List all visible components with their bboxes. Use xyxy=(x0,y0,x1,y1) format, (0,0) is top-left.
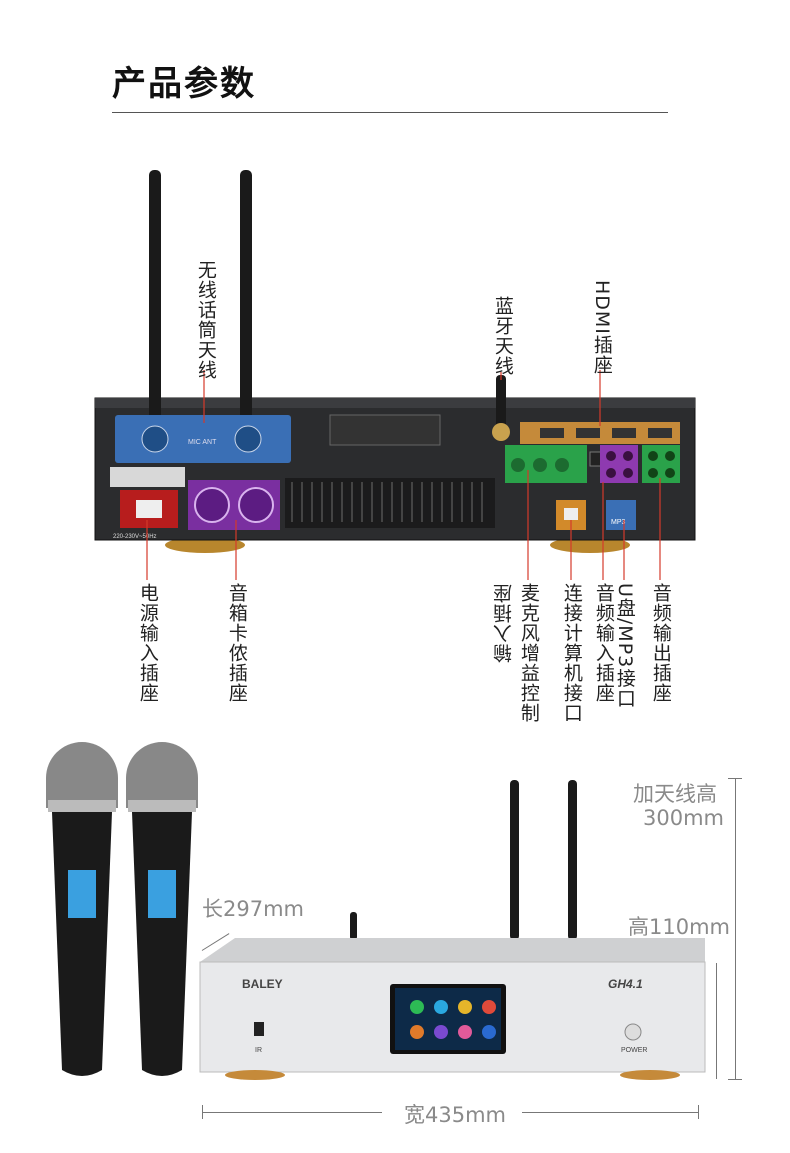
audio-input-block xyxy=(600,445,638,483)
antenna-left xyxy=(149,170,161,440)
page-title: 产品参数 xyxy=(112,64,256,104)
width-tick-right xyxy=(698,1105,699,1119)
microphone-right xyxy=(126,742,198,1076)
model-label: GH4.1 xyxy=(608,977,643,991)
height-label: 高110mm xyxy=(628,915,730,939)
microphone-left xyxy=(46,742,118,1076)
label-bluetooth-antenna: 蓝牙天线 xyxy=(491,296,514,376)
label-input-socket: 输入插座 xyxy=(493,583,515,663)
label-pc-port: 连接计算机接口 xyxy=(560,583,583,723)
svg-text:220-230V~50Hz: 220-230V~50Hz xyxy=(113,534,157,540)
width-dim-line-right xyxy=(522,1112,698,1113)
front-unit-illustration: BALEY GH4.1 IR POWER xyxy=(199,780,706,1080)
title-divider xyxy=(112,112,668,113)
label-mic-gain: 麦克风增益控制 xyxy=(517,583,540,723)
height-dim-tick-top xyxy=(728,778,742,779)
bt-antenna xyxy=(496,375,506,435)
height-dim-tick-bottom xyxy=(728,1079,742,1080)
mp3-port xyxy=(606,500,636,530)
wireless-microphones xyxy=(46,742,198,1076)
antenna-height-value: 300mm xyxy=(643,806,724,830)
audio-output-block xyxy=(642,445,680,483)
body-height-line xyxy=(716,963,717,1079)
label-audio-output: 音频输出插座 xyxy=(649,583,672,703)
label-speaker-socket: 音箱卡侬插座 xyxy=(225,583,248,703)
label-power-input: 电源输入插座 xyxy=(136,583,159,703)
power-button xyxy=(624,1023,642,1041)
height-dim-line-upper xyxy=(735,778,736,1080)
svg-text:POWER: POWER xyxy=(621,1047,647,1054)
width-dim-line-left xyxy=(202,1112,382,1113)
length-label: 长297mm xyxy=(202,897,304,921)
width-tick-left xyxy=(202,1105,203,1119)
label-audio-input: 音频输入插座 xyxy=(592,583,615,703)
brand-logo: BALEY xyxy=(242,977,283,991)
antenna-right xyxy=(240,170,252,440)
svg-text:MP3: MP3 xyxy=(611,519,626,526)
label-usb-mp3: U盘/MP3接口 xyxy=(613,583,636,709)
antenna-height-label: 加天线高 xyxy=(633,782,717,806)
rear-panel-illustration: MIC ANT MP3 220-230V~ xyxy=(94,170,696,580)
mic-ant-label: MIC ANT xyxy=(188,439,217,446)
label-hdmi-socket: HDMI插座 xyxy=(590,280,613,375)
label-wireless-antenna: 无线话筒天线 xyxy=(194,260,217,380)
svg-text:IR: IR xyxy=(255,1047,262,1054)
width-label: 宽435mm xyxy=(404,1103,506,1127)
